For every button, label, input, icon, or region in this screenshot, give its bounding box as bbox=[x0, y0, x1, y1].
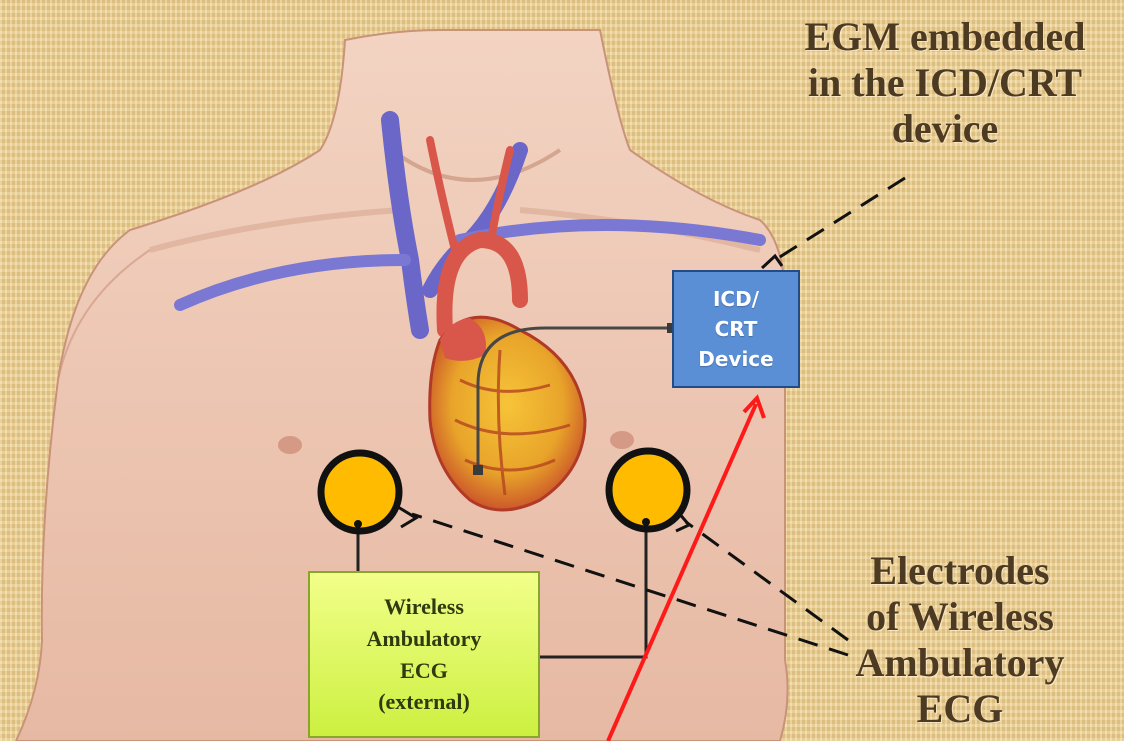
electrodes-callout-line: Ambulatory bbox=[805, 640, 1115, 686]
device-box-line: Device bbox=[698, 344, 773, 374]
electrodes-callout-line: Electrodes bbox=[805, 548, 1115, 594]
ecg-box-line: ECG bbox=[400, 655, 448, 687]
wireless-ecg-box: Wireless Ambulatory ECG (external) bbox=[308, 571, 540, 738]
nipple-left bbox=[278, 436, 302, 454]
electrode-right-pad bbox=[609, 451, 687, 529]
electrodes-callout-line: of Wireless bbox=[805, 594, 1115, 640]
electrodes-callout-line: ECG bbox=[805, 686, 1115, 732]
device-box-line: CRT bbox=[715, 314, 758, 344]
ecg-box-line: (external) bbox=[378, 686, 470, 718]
electrode-left-pad bbox=[321, 453, 399, 531]
electrode-right bbox=[609, 451, 687, 529]
ecg-box-line: Wireless bbox=[384, 591, 464, 623]
egm-callout-line: device bbox=[760, 106, 1124, 152]
egm-pointer-line bbox=[775, 178, 905, 260]
electrode-left bbox=[321, 453, 399, 531]
egm-callout: EGM embedded in the ICD/CRT device bbox=[760, 14, 1124, 152]
electrode-left-snap bbox=[354, 520, 362, 528]
electrode-right-snap bbox=[642, 518, 650, 526]
electrodes-callout: Electrodes of Wireless Ambulatory ECG bbox=[805, 548, 1115, 732]
device-box-line: ICD/ bbox=[713, 284, 759, 314]
nipple-right bbox=[610, 431, 634, 449]
icd-crt-device-box: ICD/ CRT Device bbox=[672, 270, 800, 388]
lead-tip bbox=[473, 465, 483, 475]
egm-callout-line: EGM embedded bbox=[760, 14, 1124, 60]
ecg-box-line: Ambulatory bbox=[367, 623, 482, 655]
egm-callout-line: in the ICD/CRT bbox=[760, 60, 1124, 106]
